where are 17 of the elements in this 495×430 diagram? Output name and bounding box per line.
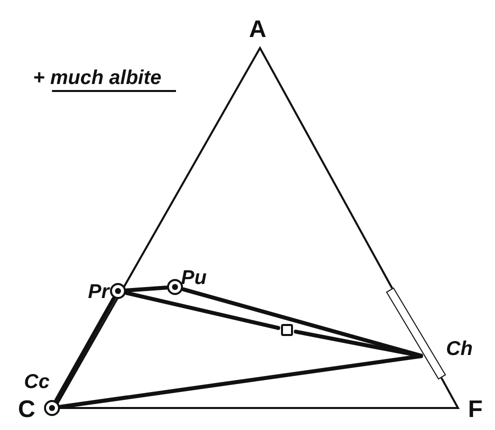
tie-line <box>124 291 280 330</box>
tie-line <box>294 330 424 358</box>
mineral-label: Cc <box>24 372 50 392</box>
vertex-label: F <box>468 398 483 422</box>
mineral-label: Pu <box>181 268 207 288</box>
mineral-label: Ch <box>446 339 473 359</box>
vertex-label: C <box>18 398 36 422</box>
tie-line <box>54 296 116 402</box>
tie-line <box>124 286 168 292</box>
tie-line <box>58 354 423 409</box>
mineral-point <box>110 283 126 299</box>
mineral-label: Pr <box>88 282 110 302</box>
note-text: + much albite <box>33 68 162 88</box>
mineral-point <box>44 400 60 416</box>
square-marker <box>281 324 293 336</box>
mineral-point <box>167 279 183 295</box>
vertex-label: A <box>249 18 266 42</box>
